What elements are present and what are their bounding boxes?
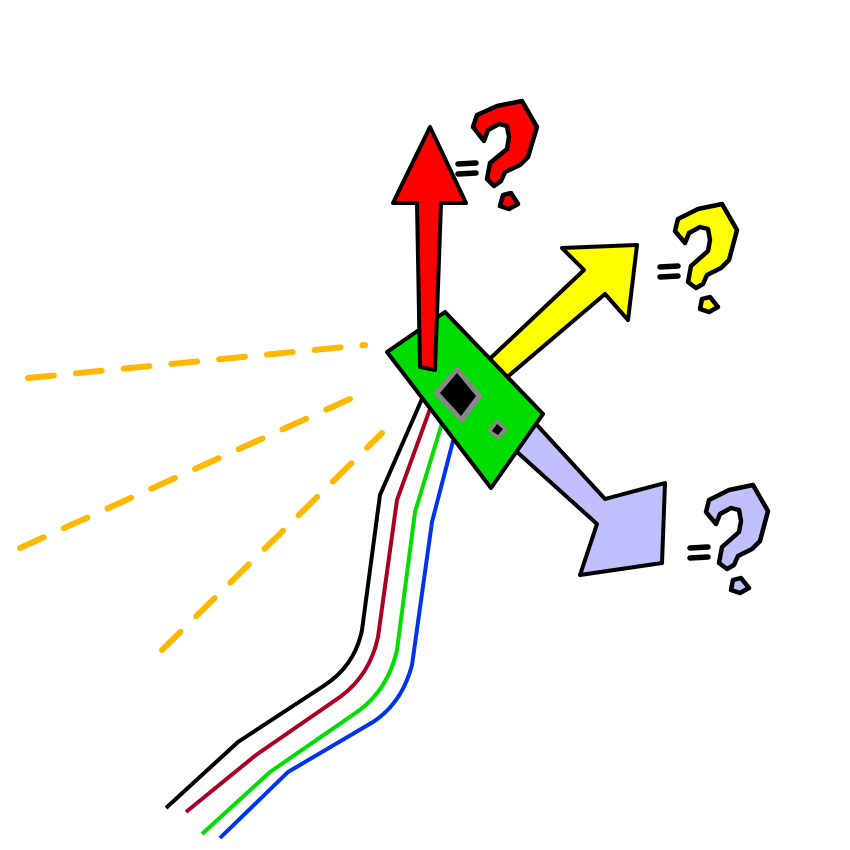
- wire-black: [164, 391, 427, 810]
- wire-green: [200, 409, 448, 836]
- equals-sign-icon: [687, 544, 711, 561]
- question-mark-icon: [672, 201, 740, 291]
- question-mark-icon: [470, 98, 540, 189]
- wire-blue: [218, 417, 461, 840]
- question-dot: [728, 575, 752, 596]
- sensor-chip: [440, 373, 476, 416]
- question-mark-icon: [703, 482, 771, 572]
- equals-sign-icon: [455, 160, 479, 177]
- axis-arrow-red: [391, 125, 468, 372]
- axis-arrow-yellow: [476, 243, 639, 392]
- small-chip: [492, 424, 503, 435]
- sensor-cable: [164, 391, 461, 840]
- field-rays: [17, 342, 385, 653]
- question-dot: [697, 294, 721, 315]
- unknown-value-yellow: [657, 201, 740, 315]
- equals-sign-icon: [657, 263, 681, 280]
- field-ray-bottom: [159, 430, 385, 653]
- field-ray-top: [25, 342, 368, 381]
- wire-red: [184, 397, 436, 814]
- unknown-value-lavender: [687, 482, 771, 596]
- unknown-value-red: [455, 98, 540, 212]
- field-ray-middle: [17, 395, 355, 551]
- question-dot: [497, 190, 521, 212]
